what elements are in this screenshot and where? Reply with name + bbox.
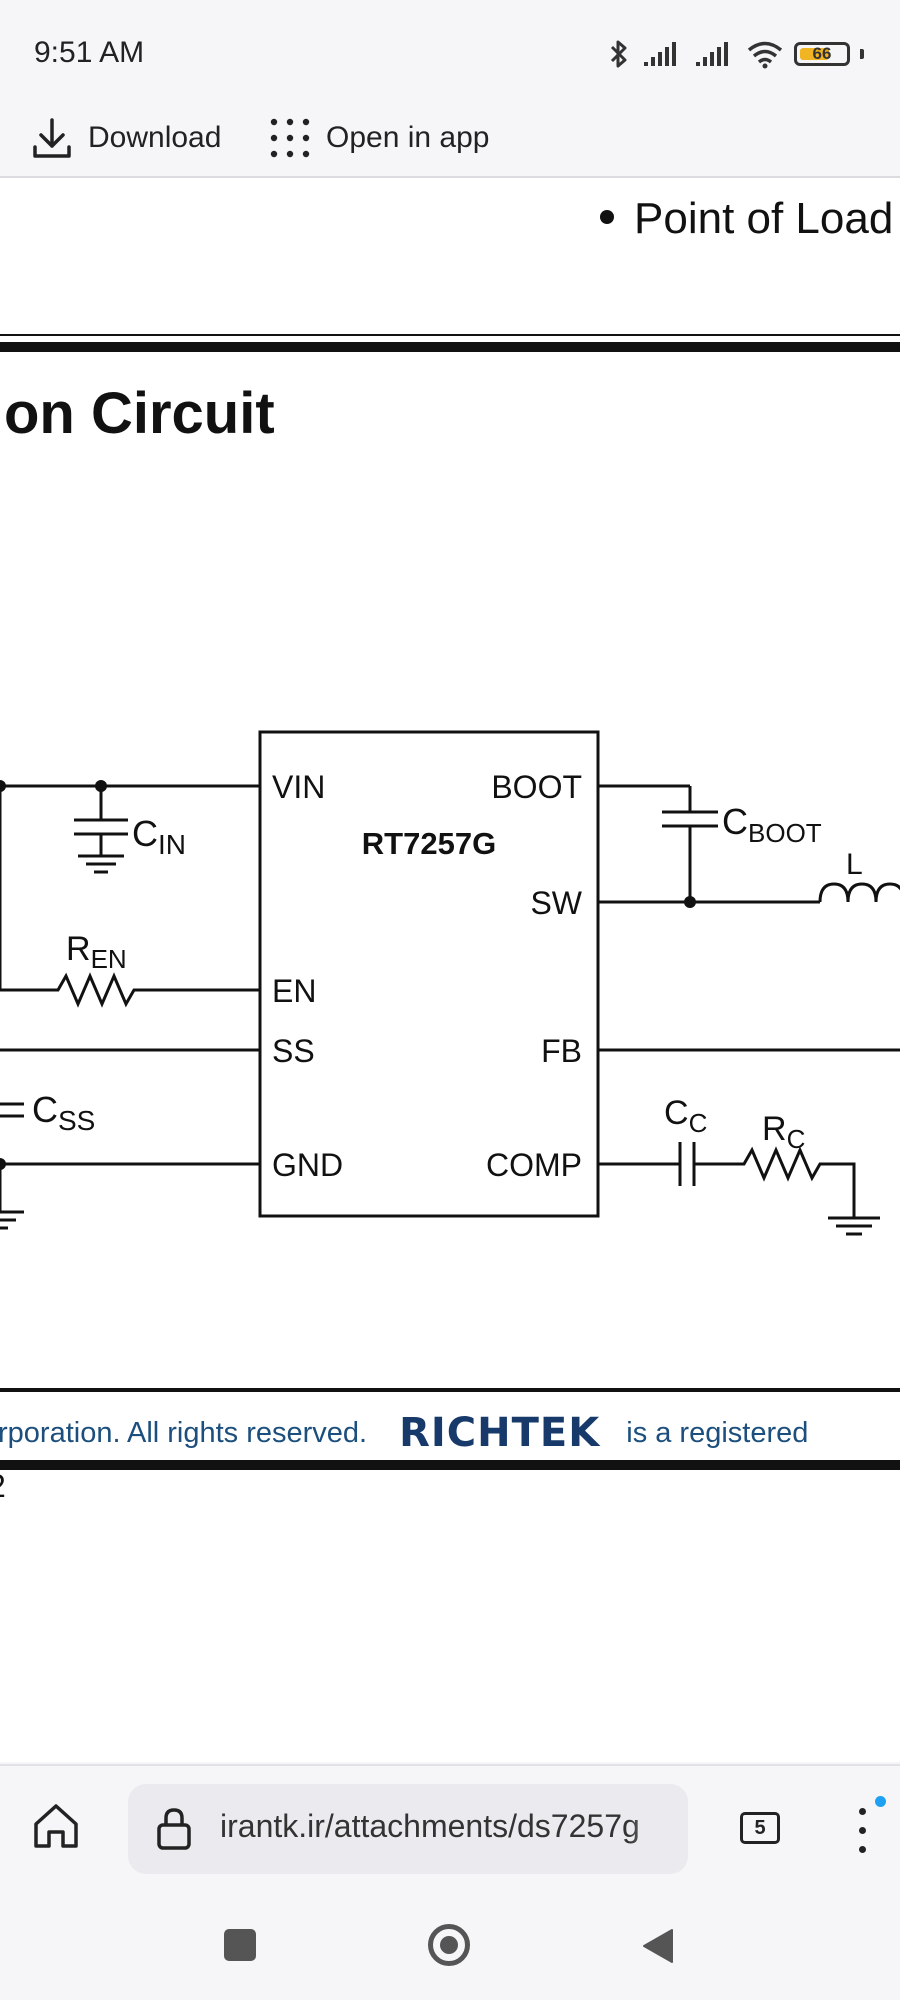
browser-address-bar: irantk.ir/attachments/ds7257g 5 [0, 1764, 900, 1886]
pin-comp: COMP [486, 1147, 582, 1183]
battery-icon: 66 [794, 42, 850, 66]
divider-thick [0, 342, 900, 352]
footer-rule-top [0, 1388, 900, 1392]
battery-fill [800, 48, 830, 60]
chip-name: RT7257G [362, 826, 496, 861]
status-time: 9:51 AM [34, 36, 145, 69]
label-rc: RC [762, 1110, 805, 1154]
pdf-toolbar: Download Open in app [0, 100, 900, 178]
pin-en: EN [272, 973, 316, 1009]
open-in-app-label: Open in app [326, 121, 490, 154]
back-button[interactable] [640, 1926, 676, 1966]
status-bar: 9:51 AM 66 [0, 0, 900, 100]
pin-sw: SW [530, 885, 582, 921]
bluetooth-icon [610, 40, 627, 68]
more-dot-icon [859, 1846, 866, 1853]
pin-gnd: GND [272, 1147, 343, 1183]
signal-icon [644, 42, 676, 66]
bullet-item: Point of Load [600, 194, 893, 244]
recents-button[interactable] [224, 1929, 256, 1961]
url-fade [628, 1784, 688, 1874]
more-dot-icon [859, 1808, 866, 1815]
pin-vin: VIN [272, 769, 325, 805]
notification-dot [875, 1796, 886, 1807]
bullet-icon [600, 210, 614, 225]
label-cin: CIN [132, 813, 186, 860]
chip-outline [258, 730, 600, 1218]
pdf-page[interactable]: Point of Load on Circuit [0, 178, 900, 1762]
url-field[interactable]: irantk.ir/attachments/ds7257g [128, 1784, 688, 1874]
section-title: on Circuit [4, 381, 275, 446]
bullet-text: Point of Load [634, 194, 894, 243]
download-icon [33, 118, 71, 158]
label-css: CSS [32, 1089, 95, 1136]
download-button[interactable]: Download [30, 100, 221, 176]
footer: rporation. All rights reserved. RICHTEK … [0, 1410, 808, 1456]
label-inductor: L [846, 848, 863, 881]
label-cboot: CBOOT [722, 801, 822, 848]
home-icon [34, 1804, 78, 1848]
signal-icon-2 [696, 42, 728, 66]
more-menu-button[interactable] [850, 1806, 874, 1856]
richtek-logo: RICHTEK [399, 1410, 601, 1456]
divider-thin [0, 334, 900, 336]
footer-copyright: rporation. All rights reserved. [0, 1416, 368, 1449]
label-cc: CC [664, 1094, 707, 1138]
grid-dots-icon [270, 118, 310, 158]
battery-nub [860, 49, 864, 59]
more-dot-icon [859, 1827, 866, 1834]
tab-switcher-button[interactable]: 5 [740, 1812, 780, 1844]
pin-fb: FB [541, 1033, 582, 1069]
lock-icon [157, 1808, 191, 1850]
footer-trademark: is a registered [626, 1416, 809, 1449]
page-number-fragment: 2 [0, 1468, 6, 1505]
system-navigation-bar [0, 1884, 900, 2000]
footer-rule-bottom [0, 1460, 900, 1470]
label-ren: REN [66, 930, 127, 974]
url-text: irantk.ir/attachments/ds7257g [220, 1808, 640, 1844]
battery-level: 66 [812, 44, 832, 63]
pin-boot: BOOT [491, 769, 582, 805]
open-in-app-button[interactable]: Open in app [268, 100, 489, 176]
home-button[interactable] [28, 1800, 84, 1852]
wifi-icon [747, 41, 783, 69]
home-nav-button[interactable] [428, 1924, 470, 1966]
home-circle-icon [440, 1936, 458, 1954]
status-icons: 66 [606, 34, 864, 74]
application-circuit-schematic: VIN EN SS GND BOOT SW FB COMP RT7257G CI… [0, 730, 900, 1236]
download-label: Download [88, 121, 222, 154]
pin-ss: SS [272, 1033, 315, 1069]
